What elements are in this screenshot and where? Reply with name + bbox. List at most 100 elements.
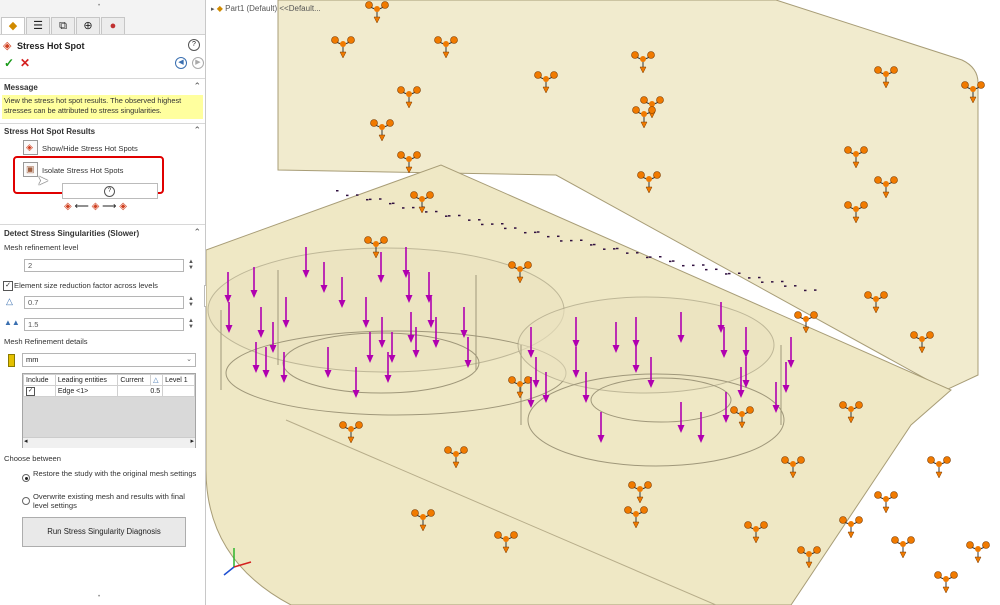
load-arrow bbox=[582, 372, 590, 403]
ok-check-icon[interactable]: ✓ bbox=[4, 56, 15, 70]
show-hide-hotspot-icon[interactable]: ◈ bbox=[23, 140, 38, 155]
hotspot-marker bbox=[804, 289, 807, 292]
load-arrow bbox=[366, 332, 374, 363]
run-diagnosis-button[interactable]: Run Stress Singularity Diagnosis bbox=[22, 517, 186, 547]
right-ring bbox=[517, 296, 785, 467]
hotspot-marker bbox=[402, 207, 405, 209]
table-scrollbar[interactable]: ◂ ▸ bbox=[23, 437, 195, 448]
hotspot-marker bbox=[659, 256, 662, 258]
hotspot-marker bbox=[771, 281, 774, 283]
help-icon[interactable]: ? bbox=[104, 186, 115, 197]
scroll-right-icon[interactable]: ▸ bbox=[190, 438, 194, 445]
graphics-area[interactable]: ▸ ◆ Part1 (Default) <<Default... bbox=[206, 0, 1000, 605]
reduction-factor-stepper[interactable]: ▲▼ bbox=[188, 296, 194, 308]
isolate-hotspots-button[interactable]: Isolate Stress Hot Spots bbox=[42, 166, 124, 175]
tab-display-manager[interactable]: ● bbox=[101, 17, 125, 34]
column-header[interactable]: Leading entities bbox=[54, 374, 119, 386]
overwrite-mesh-radio[interactable] bbox=[22, 497, 30, 505]
fixture-icon bbox=[910, 331, 934, 354]
overwrite-mesh-label[interactable]: Overwrite existing mesh and results with… bbox=[33, 492, 185, 510]
hotspot-marker bbox=[692, 264, 695, 267]
collapse-caret-icon[interactable]: ⌃ bbox=[193, 125, 201, 135]
hotspot-marker bbox=[616, 247, 619, 250]
tab-dimxpert[interactable]: ⊕ bbox=[76, 17, 100, 34]
hotspot-marker bbox=[636, 252, 639, 254]
element-reduction-checkbox[interactable]: ✓ bbox=[3, 281, 13, 291]
hotspot-marker bbox=[626, 252, 629, 254]
load-arrow bbox=[250, 267, 258, 298]
fixture-icon bbox=[632, 106, 656, 129]
divider bbox=[0, 123, 205, 124]
hotspot-marker bbox=[672, 260, 675, 262]
ratio-stepper[interactable]: ▲▼ bbox=[188, 318, 194, 330]
scroll-left-icon[interactable]: ◂ bbox=[24, 438, 28, 445]
mesh-refinement-stepper[interactable]: ▲▼ bbox=[188, 259, 194, 271]
hotspot-marker bbox=[814, 289, 817, 291]
help-icon[interactable]: ? bbox=[188, 39, 200, 51]
tab-property-manager[interactable]: ☰ bbox=[26, 17, 50, 34]
isolate-hotspot-icon[interactable]: ▣ bbox=[23, 162, 38, 177]
restore-study-label[interactable]: Restore the study with the original mesh… bbox=[33, 469, 197, 478]
hotspot-marker bbox=[379, 198, 382, 200]
hotspot-marker bbox=[389, 202, 392, 205]
hotspot-marker bbox=[702, 264, 705, 266]
column-header[interactable]: △ bbox=[150, 374, 164, 386]
feature-manager-icon: ◆ bbox=[8, 20, 18, 32]
hotspot-marker bbox=[346, 194, 349, 197]
expand-arrow-icon[interactable]: ▸ bbox=[211, 6, 215, 13]
hotspot-last-icon[interactable]: ◈ bbox=[119, 201, 127, 212]
load-arrow bbox=[282, 297, 290, 328]
left-arrow-icon[interactable]: ⟵ bbox=[74, 201, 89, 212]
tab-configuration-manager[interactable]: ⧉ bbox=[51, 17, 75, 34]
collapse-caret-icon[interactable]: ⌃ bbox=[193, 81, 201, 91]
load-arrow bbox=[338, 277, 346, 308]
column-header[interactable]: Include bbox=[23, 374, 56, 386]
mesh-refinement-input[interactable]: 2 bbox=[24, 259, 184, 272]
load-arrow bbox=[378, 317, 386, 348]
reduction-factor-input[interactable]: 0.7 bbox=[24, 296, 184, 309]
scroll-down-dot-icon: • bbox=[98, 594, 101, 600]
plate-front-edge bbox=[285, 419, 717, 605]
include-checkbox[interactable]: ✓ bbox=[23, 385, 56, 397]
cancel-x-icon[interactable]: ✕ bbox=[20, 56, 31, 70]
hotspot-marker bbox=[570, 239, 573, 242]
load-arrow bbox=[377, 252, 385, 283]
fixture-icon bbox=[744, 521, 768, 544]
load-arrow bbox=[257, 307, 265, 338]
table-cell: Edge <1> bbox=[54, 385, 119, 397]
hotspot-marker bbox=[580, 239, 583, 241]
column-header[interactable]: Current bbox=[117, 374, 152, 386]
fixture-icon bbox=[730, 406, 754, 429]
collapse-caret-icon[interactable]: ⌃ bbox=[193, 227, 201, 237]
vertical-plate bbox=[277, 0, 979, 391]
mouse-cursor-icon: ➤ bbox=[37, 172, 49, 188]
fixture-icon bbox=[631, 51, 655, 74]
fixture-icon bbox=[411, 509, 435, 532]
stress-hot-spot-icon: ◈ bbox=[3, 40, 12, 52]
element-size-icon: △ bbox=[6, 296, 13, 306]
fixture-icon bbox=[637, 171, 661, 194]
fixture-icon bbox=[624, 506, 648, 529]
property-manager-icon: ☰ bbox=[33, 20, 43, 32]
hotspot-marker bbox=[603, 248, 606, 250]
column-header[interactable]: Level 1 bbox=[162, 374, 195, 386]
hotspot-marker bbox=[468, 219, 471, 221]
hotspot-current-icon: ◈ bbox=[91, 201, 100, 212]
ratio-input[interactable]: 1.5 bbox=[24, 318, 184, 331]
right-arrow-icon[interactable]: ⟶ bbox=[102, 201, 117, 212]
show-hide-hotspots-button[interactable]: Show/Hide Stress Hot Spots bbox=[42, 144, 138, 153]
back-arrow-icon[interactable]: ◀ bbox=[175, 57, 187, 69]
hotspot-marker bbox=[547, 235, 550, 238]
restore-study-radio[interactable] bbox=[22, 474, 30, 482]
unit-select[interactable]: mm ⌄ bbox=[22, 353, 196, 367]
fixture-icon bbox=[397, 151, 421, 174]
hotspot-marker bbox=[501, 223, 504, 225]
model-scene[interactable] bbox=[206, 0, 1000, 605]
tab-feature-manager[interactable]: ◆ bbox=[1, 17, 25, 34]
feature-tree-flyout[interactable]: ▸ ◆ Part1 (Default) <<Default... bbox=[211, 4, 321, 13]
hotspot-marker bbox=[593, 243, 596, 246]
hotspot-marker bbox=[781, 280, 784, 283]
scroll-up-dot-icon: • bbox=[98, 3, 101, 9]
table-row[interactable]: ✓ Edge <1> 0.5 bbox=[23, 385, 195, 397]
hotspot-first-icon[interactable]: ◈ bbox=[64, 201, 72, 212]
